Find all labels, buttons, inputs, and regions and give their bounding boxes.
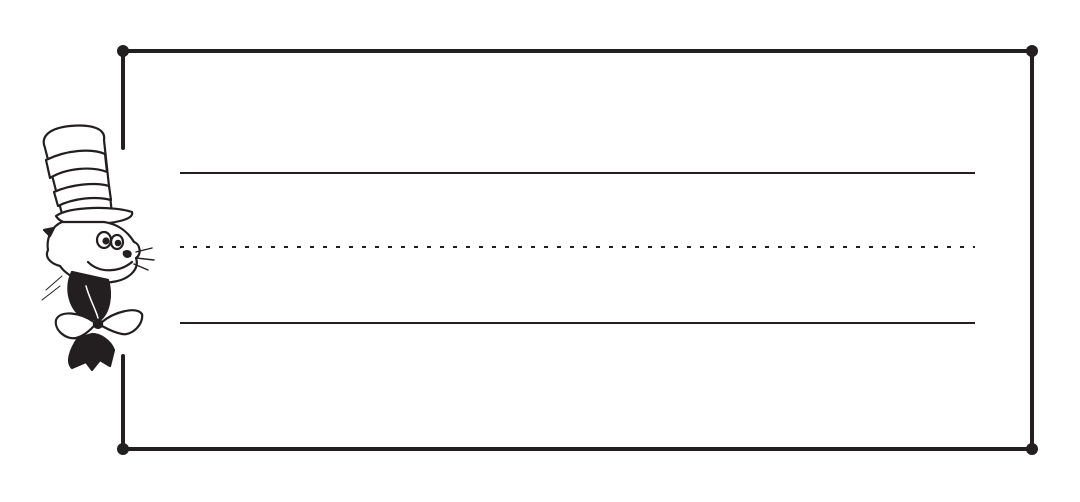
cat-pupil-left (102, 237, 110, 245)
cat-whiskers (133, 247, 155, 271)
hat-stripe (52, 182, 113, 208)
cat-lower-fur (68, 332, 116, 372)
sketch-lines (41, 275, 63, 301)
cat-bow-left (54, 312, 96, 340)
cat-nose (122, 250, 132, 258)
corner-dot-icon (1026, 45, 1038, 57)
cat-bow-right (100, 309, 144, 336)
writing-lines (180, 172, 975, 324)
cat-smile (86, 260, 134, 272)
cat-in-hat-icon (41, 124, 155, 372)
corner-dot-icon (1026, 443, 1038, 455)
hat-stripe (44, 149, 109, 180)
frame (121, 49, 1034, 451)
cat-chest (85, 285, 99, 319)
cat-bow-knot (92, 318, 104, 330)
corner-dots (117, 45, 1038, 455)
cat-ear (42, 226, 56, 238)
corner-dot-icon (117, 443, 129, 455)
corner-dot-icon (117, 45, 129, 57)
cat-pupil-right (114, 239, 122, 247)
